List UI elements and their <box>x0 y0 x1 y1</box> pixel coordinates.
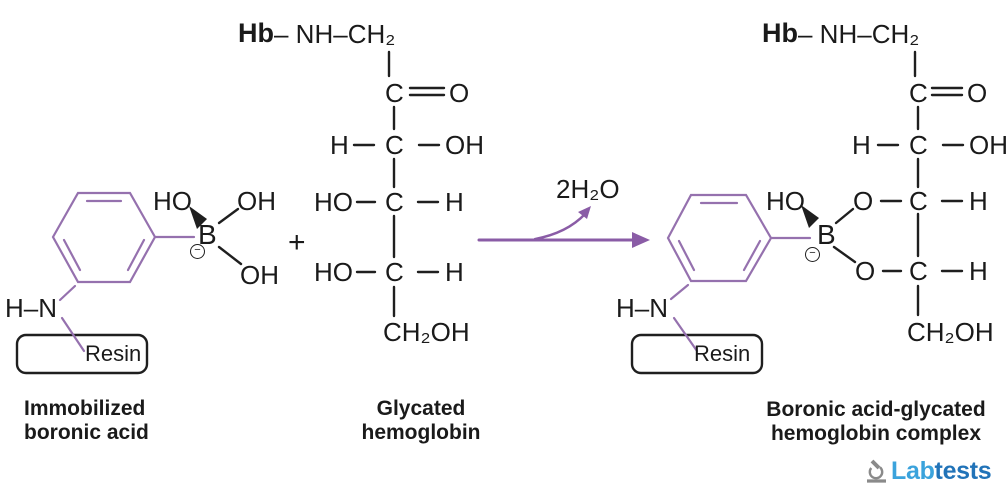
left-resin-group <box>15 284 149 375</box>
reaction-arrow <box>477 232 650 248</box>
left-boron-atom: B <box>198 219 217 250</box>
middle-r4-c: C <box>385 257 404 287</box>
middle-caption: Glycated hemoglobin <box>361 397 481 444</box>
left-amine-resin-bond <box>60 316 86 353</box>
middle-carbonyl-c: C <box>385 78 404 108</box>
right-r3-c: C <box>909 186 928 216</box>
plus-sign: + <box>288 226 306 259</box>
middle-chain-bonds <box>352 50 446 318</box>
middle-r3-ho: HO <box>314 187 353 217</box>
middle-r4-h: H <box>445 257 464 287</box>
right-carbonyl-c: C <box>909 78 928 108</box>
right-amine-group: H–N <box>616 293 669 323</box>
middle-r3-c: C <box>385 187 404 217</box>
water-release-arrow <box>533 206 591 241</box>
microscope-icon <box>867 459 886 483</box>
right-resin-label: Resin <box>694 341 751 366</box>
right-amine-resin-bond <box>672 316 699 353</box>
right-boron-atom: B <box>817 219 836 250</box>
left-caption: Immobilized boronic acid <box>24 397 149 444</box>
middle-r4-ho: HO <box>314 257 353 287</box>
left-ho-top: HO <box>153 186 192 216</box>
middle-carbonyl-o: O <box>449 78 470 108</box>
right-chain-bonds <box>876 50 965 317</box>
right-ring-amine-bond <box>669 283 690 301</box>
right-ch2oh: CH₂OH <box>907 317 994 347</box>
left-oh-bottom: OH <box>240 260 279 290</box>
right-resin-group <box>630 283 764 375</box>
middle-r3-h: H <box>445 187 464 217</box>
logo-lab-text: Lab <box>891 457 935 485</box>
labtests-logo: Labtests <box>891 457 992 486</box>
left-ring-amine-bond <box>58 284 77 302</box>
middle-r2-h: H <box>330 130 349 160</box>
right-carbonyl-o: O <box>967 78 988 108</box>
middle-r2-c: C <box>385 130 404 160</box>
right-r2-oh: OH <box>969 130 1007 160</box>
right-r2-h: H <box>852 130 871 160</box>
right-wedge-bond <box>801 205 819 228</box>
middle-hb-label: Hb <box>238 18 274 48</box>
right-boron-bonds <box>801 205 857 264</box>
middle-ch2oh: CH₂OH <box>383 317 470 347</box>
middle-r2-oh: OH <box>445 130 484 160</box>
right-hb-label: Hb <box>762 18 798 48</box>
right-r3-o: O <box>853 186 874 216</box>
right-resin-box <box>630 333 764 375</box>
water-label: 2H₂O <box>556 174 620 204</box>
left-benzene-ring <box>51 191 157 284</box>
left-wedge-bond <box>189 206 207 229</box>
left-resin-box <box>15 333 149 375</box>
right-caption: Boronic acid-glycated hemoglobin complex <box>766 398 986 445</box>
left-amine-group: H–N <box>5 293 58 323</box>
right-r4-o: O <box>855 256 876 286</box>
left-resin-label: Resin <box>85 341 142 366</box>
right-r3-h: H <box>969 186 988 216</box>
left-negative-charge: − <box>190 244 205 259</box>
right-negative-charge: − <box>805 247 820 262</box>
left-boron-bonds <box>189 206 243 266</box>
middle-backbone: – NH–CH₂ <box>274 19 396 49</box>
right-r4-c: C <box>909 256 928 286</box>
right-benzene-ring <box>666 193 773 283</box>
right-backbone: – NH–CH₂ <box>798 19 920 49</box>
left-oh-topright: OH <box>237 186 276 216</box>
logo-tests-text: tests <box>934 457 992 485</box>
right-ho-top: HO <box>766 186 805 216</box>
right-r4-h: H <box>969 256 988 286</box>
right-r2-c: C <box>909 130 928 160</box>
